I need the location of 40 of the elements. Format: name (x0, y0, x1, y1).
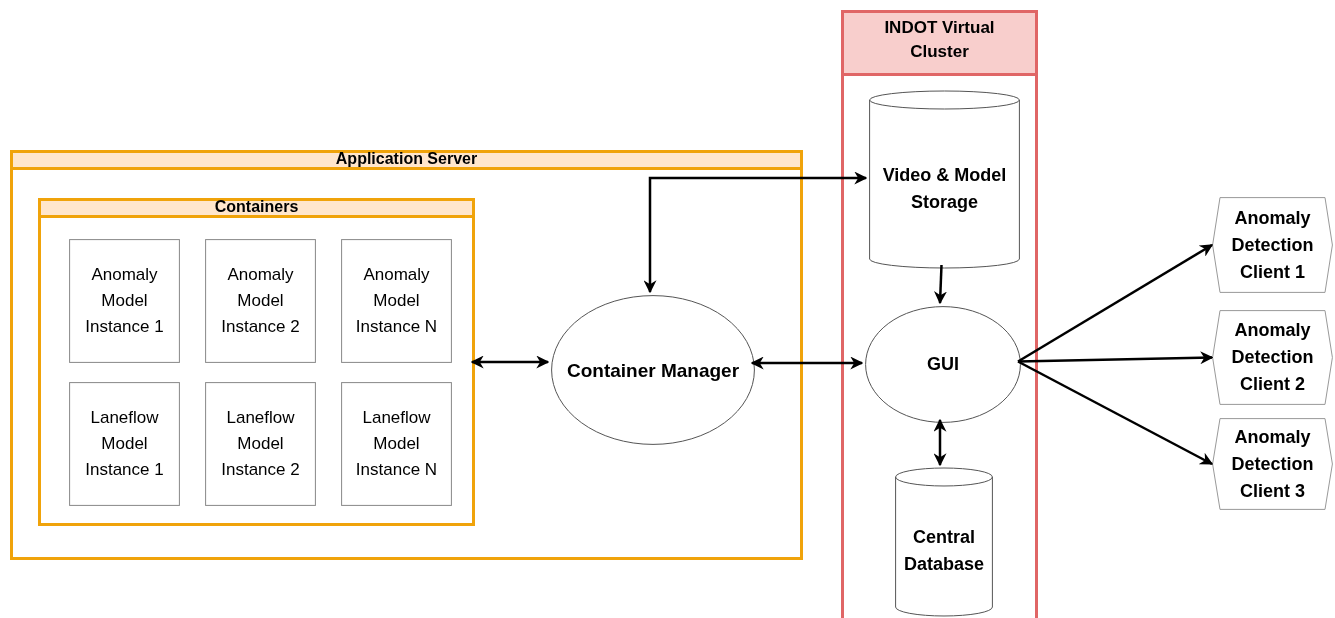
client-hexagon (1212, 310, 1333, 405)
node-label: Anomaly Detection Client 2 (1230, 319, 1315, 396)
instance-box (205, 239, 316, 363)
database-cylinder (869, 91, 1020, 268)
arrow (933, 264, 947, 305)
client-hexagon (1212, 418, 1333, 510)
node-label: GUI (926, 353, 960, 376)
arrow (1017, 360, 1214, 466)
instance-box (341, 382, 452, 506)
node-label: Container Manager (565, 358, 741, 383)
node-label: Central Database (902, 526, 985, 576)
instance-box (69, 239, 180, 363)
container-group (38, 198, 475, 526)
group-title: Application Server (13, 153, 800, 170)
cluster-group (841, 10, 1038, 618)
process-ellipse (865, 306, 1021, 423)
arrow (1017, 243, 1214, 363)
group-title: INDOT Virtual Cluster (844, 13, 1035, 76)
instance-box (205, 382, 316, 506)
arrow (1017, 351, 1214, 365)
node-label: Anomaly Model Instance N (354, 264, 439, 338)
node-label: Laneflow Model Instance 2 (220, 407, 301, 481)
instance-box (341, 239, 452, 363)
instance-box (69, 382, 180, 506)
client-hexagon (1212, 197, 1333, 293)
node-label: Video & Model Storage (881, 163, 1008, 214)
node-label: Anomaly Detection Client 1 (1230, 206, 1315, 284)
arrow (470, 355, 550, 369)
process-ellipse (551, 295, 755, 445)
node-label: Anomaly Model Instance 1 (84, 264, 165, 338)
group-title: Containers (41, 201, 472, 218)
arrow (750, 356, 864, 370)
node-label: Laneflow Model Instance N (354, 407, 439, 481)
server-group (10, 150, 803, 560)
node-label: Anomaly Model Instance 2 (220, 264, 301, 338)
arrow (643, 171, 868, 294)
database-cylinder (895, 468, 993, 616)
node-label: Anomaly Detection Client 3 (1230, 425, 1315, 503)
arrow (933, 418, 947, 467)
node-label: Laneflow Model Instance 1 (84, 407, 165, 481)
